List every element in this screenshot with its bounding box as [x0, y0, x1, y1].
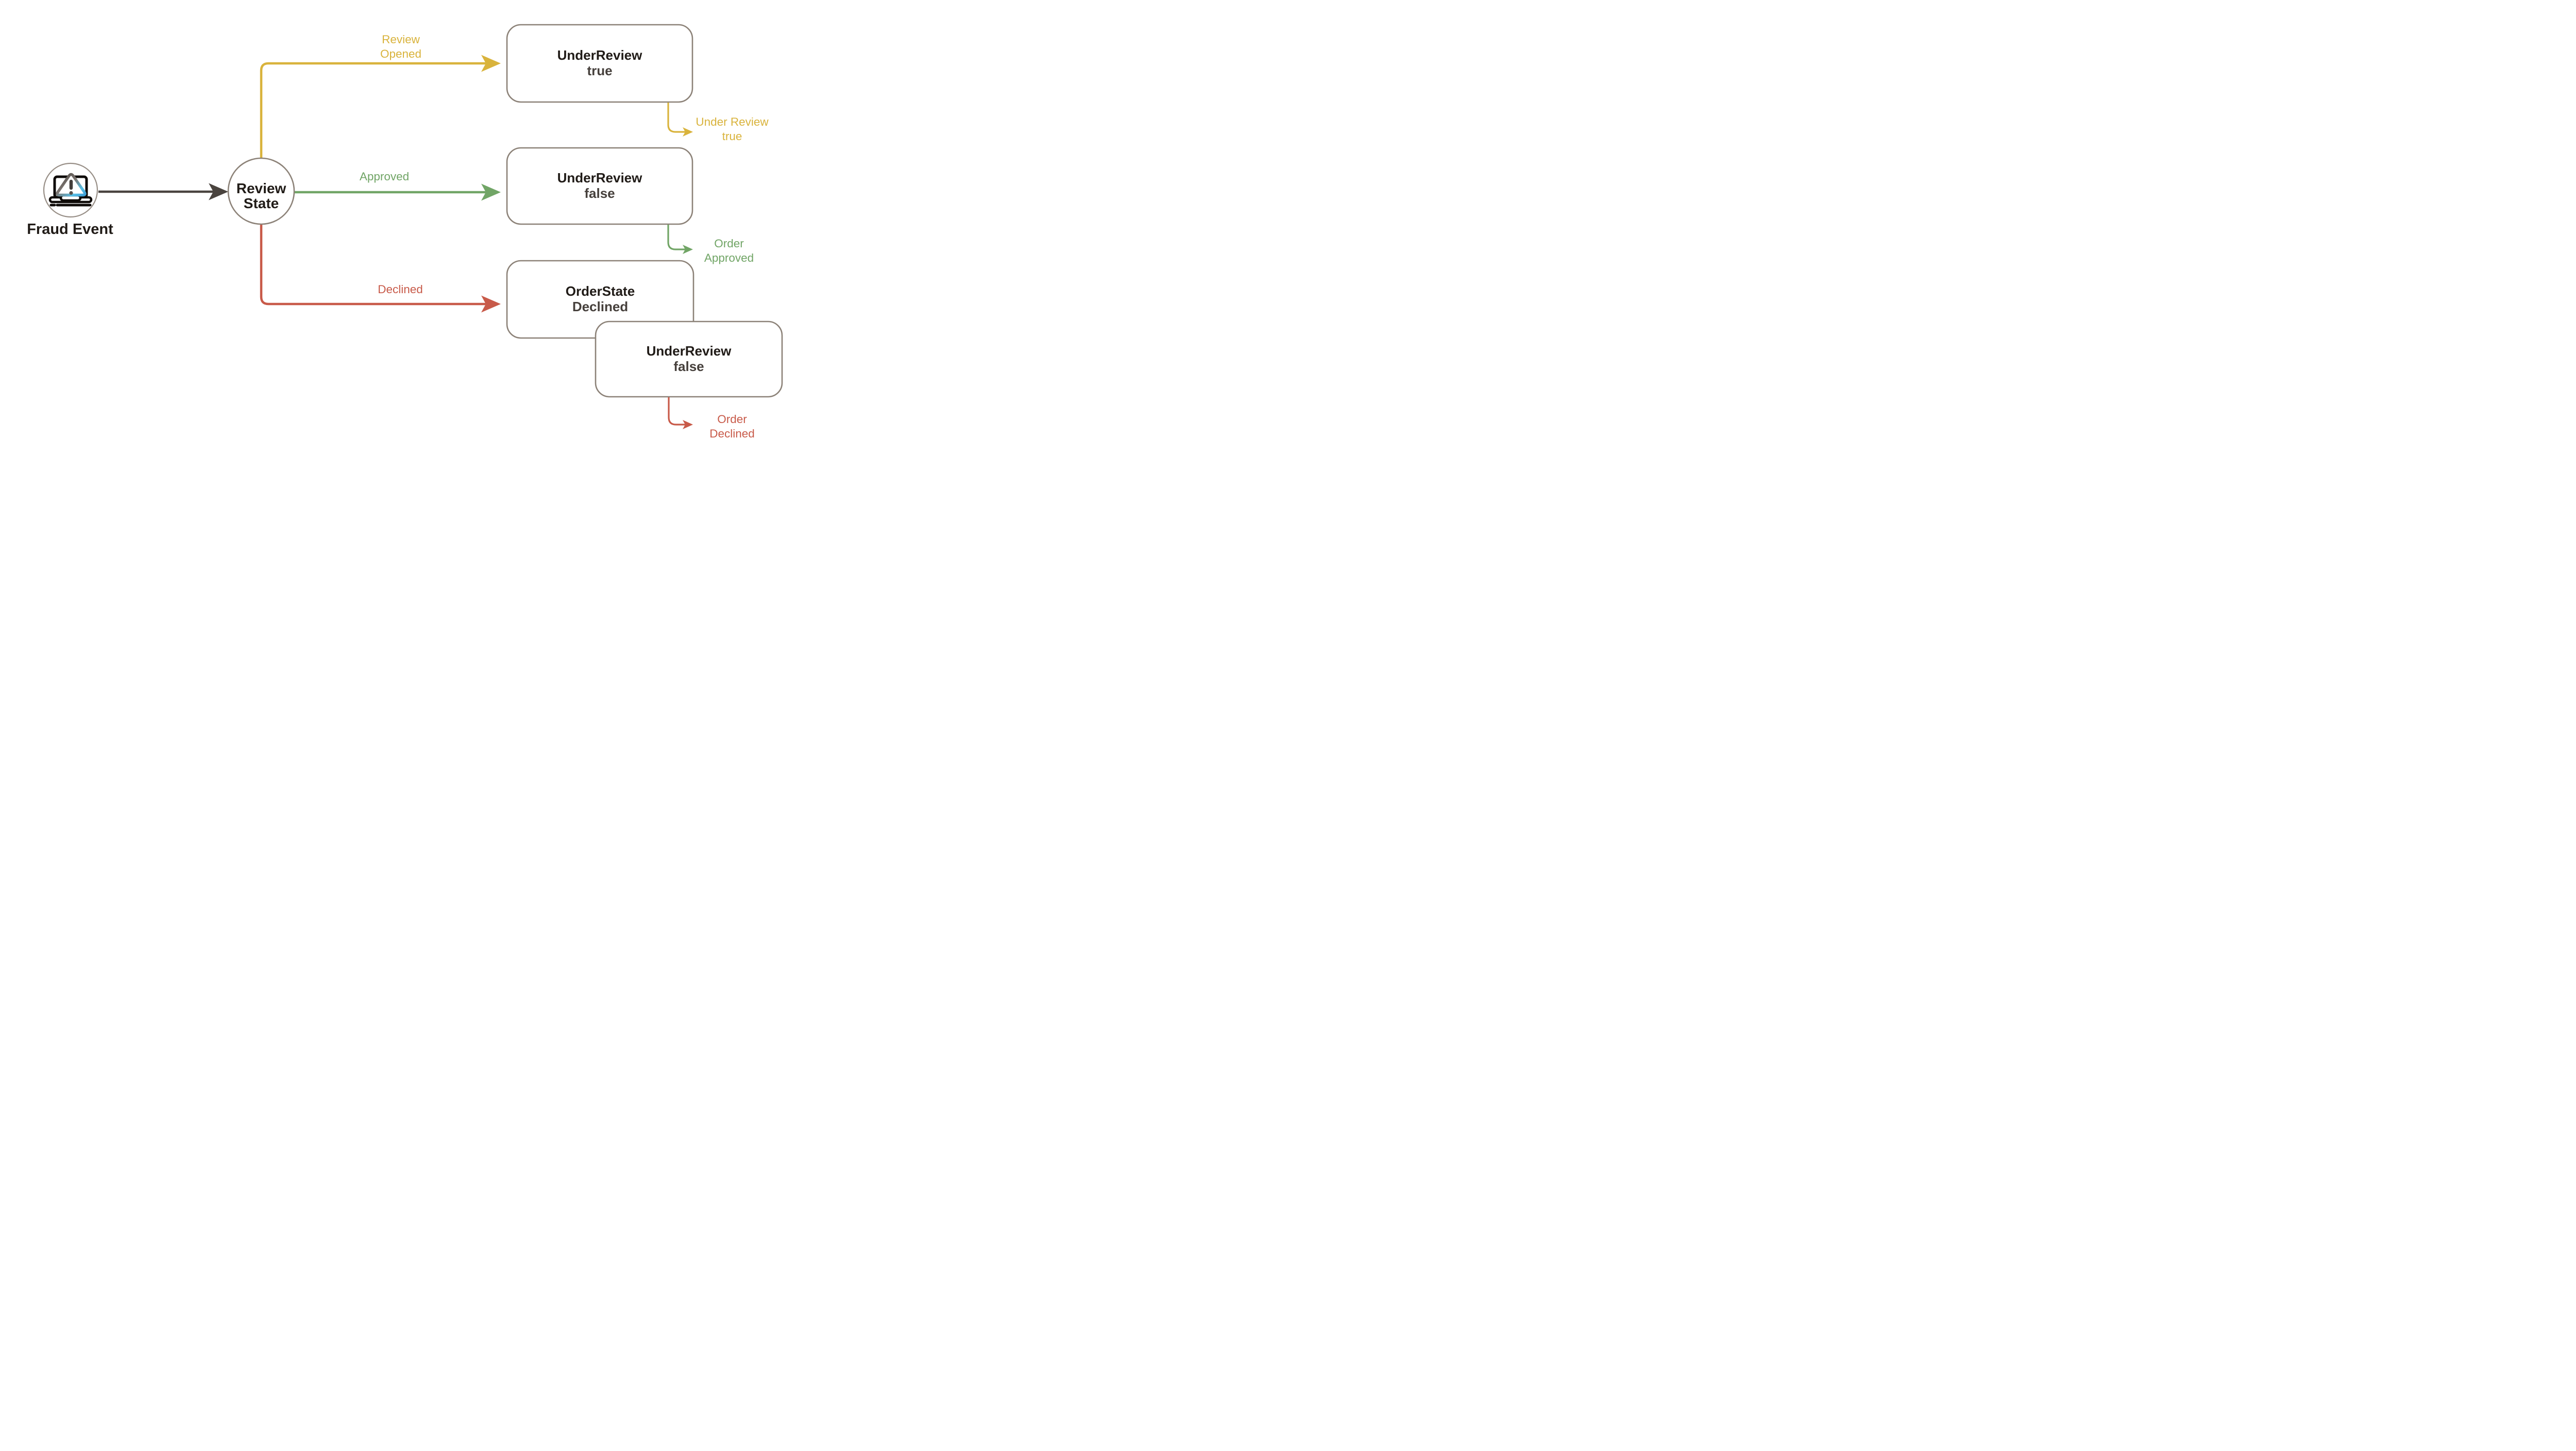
edge-declined-line [260, 222, 486, 306]
node-order-state-declined-line2: Declined [572, 299, 628, 314]
edge-approved-arrowhead-icon [481, 183, 501, 201]
review-state-label-line1: Review [236, 180, 286, 196]
label-order-declined-line2: Declined [709, 427, 755, 440]
edge-approved-label: Approved [360, 170, 409, 183]
node-under-review-true-line2: true [587, 63, 612, 78]
edge-under-review-true-exit-line [667, 103, 686, 133]
edge-fraud-to-review [98, 183, 228, 200]
edge-review-opened-arrowhead-icon [481, 55, 501, 72]
label-order-approved-line2: Approved [704, 251, 754, 264]
node-under-review-false-declined-line2: false [673, 359, 704, 374]
edge-declined-label: Declined [378, 283, 423, 296]
label-under-review-true-exit-line1: Under Review [696, 115, 769, 128]
edge-under-review-true-exit-arrowhead-icon [683, 127, 693, 137]
node-under-review-true [506, 24, 693, 103]
edge-order-approved-exit-arrowhead-icon [683, 245, 693, 254]
edge-order-declined-exit [668, 397, 693, 429]
edge-order-approved-exit-line [667, 225, 686, 250]
review-state-node [227, 157, 295, 225]
node-under-review-false [506, 147, 693, 225]
fraud-review-state-diagram: Review State UnderReview true UnderRevie… [0, 0, 808, 453]
node-under-review-false-line2: false [584, 185, 615, 201]
node-order-state-declined-line1: OrderState [566, 283, 635, 299]
label-under-review-true-exit-line2: true [722, 130, 742, 143]
edge-under-review-true-exit [667, 103, 693, 137]
laptop-warning-icon [48, 173, 93, 207]
review-state-label-line2: State [244, 195, 279, 211]
edge-approved [294, 183, 501, 201]
label-order-declined-line1: Order [717, 413, 747, 426]
edge-declined-arrowhead-icon [481, 295, 501, 313]
label-order-approved-line1: Order [714, 237, 744, 250]
edge-review-opened-label-line1: Review [382, 33, 420, 46]
edge-declined [260, 222, 501, 313]
node-under-review-true-line1: UnderReview [557, 47, 642, 63]
edge-review-opened [260, 55, 501, 160]
node-under-review-false-declined-line1: UnderReview [647, 343, 732, 359]
edge-order-declined-exit-arrowhead-icon [683, 420, 693, 429]
exclamation-dot-shape [69, 191, 73, 195]
edge-order-declined-exit-line [668, 397, 686, 426]
edge-review-opened-label-line2: Opened [380, 47, 421, 60]
edge-review-opened-line [260, 62, 486, 160]
node-under-review-false-declined [595, 320, 783, 398]
edge-order-approved-exit [667, 225, 693, 254]
fraud-event-label: Fraud Event [27, 221, 113, 238]
node-under-review-false-line1: UnderReview [557, 170, 642, 185]
edge-fraud-to-review-arrowhead-icon [209, 183, 228, 200]
